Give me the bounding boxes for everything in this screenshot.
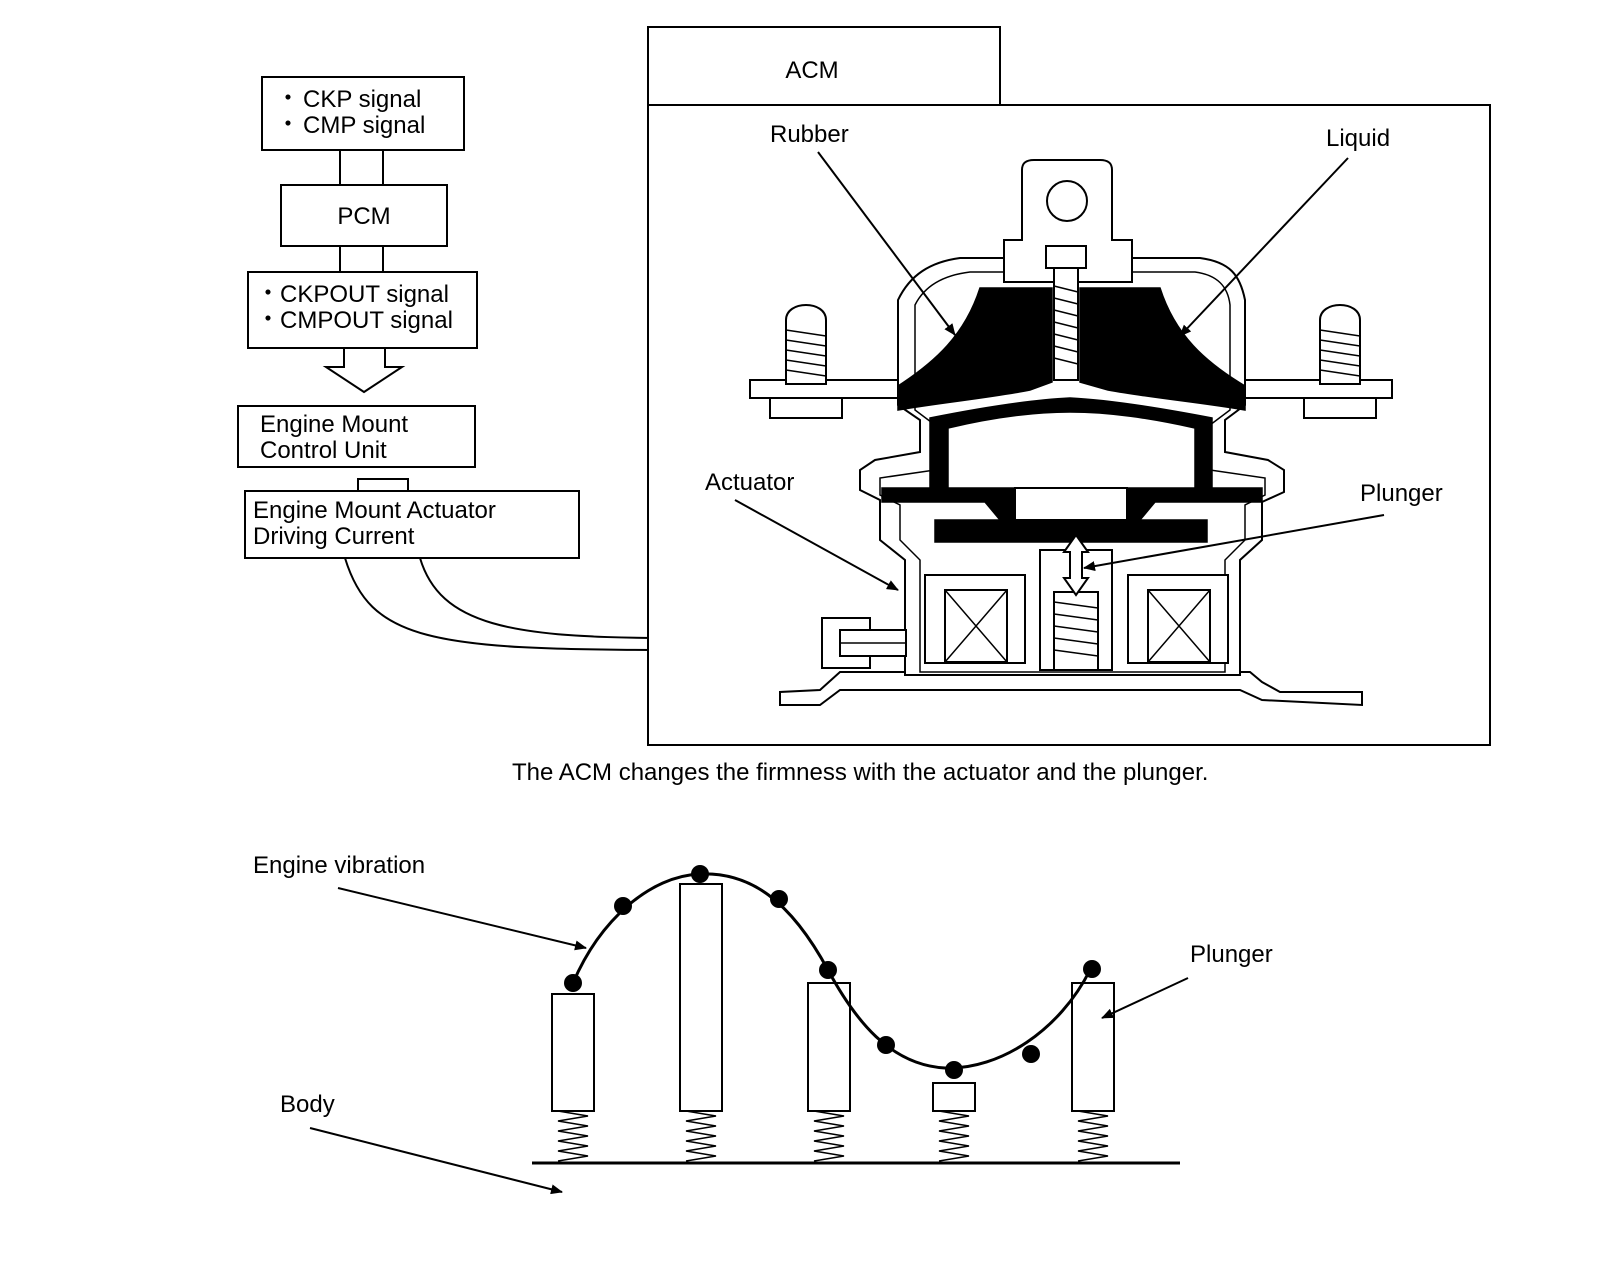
plunger-1 xyxy=(551,993,595,1112)
acm-tab xyxy=(647,26,1001,106)
acm-panel: ACM xyxy=(647,26,1491,746)
vibration-point xyxy=(614,897,632,915)
actuator-leader xyxy=(734,499,899,591)
vibration-point xyxy=(691,865,709,883)
connector-3 xyxy=(357,478,409,492)
control-unit-box xyxy=(237,405,476,468)
vibration-diagram: Engine vibration Plunger Body xyxy=(253,852,1273,1195)
engine-vibration-leader xyxy=(337,887,587,951)
vibration-point xyxy=(819,961,837,979)
down-arrow-icon xyxy=(322,347,406,394)
connector-2 xyxy=(339,245,384,273)
bullet-3: ・ xyxy=(256,280,280,307)
bullet-2: ・ xyxy=(276,111,300,138)
rubber-label: Rubber xyxy=(770,121,849,148)
driving-current-label-line1: Engine Mount Actuator xyxy=(253,497,496,524)
spring-2 xyxy=(685,1110,717,1162)
plunger-4 xyxy=(932,1082,976,1112)
control-unit-label-line2: Control Unit xyxy=(260,437,387,464)
engine-mount-cross-section xyxy=(749,159,1393,707)
vibration-point xyxy=(770,890,788,908)
input-signals-box xyxy=(261,76,465,151)
cmp-signal-label: CMP signal xyxy=(303,112,425,139)
cmpout-signal-label: CMPOUT signal xyxy=(280,307,453,334)
pcm-label: PCM xyxy=(337,203,390,230)
body-label: Body xyxy=(280,1091,335,1118)
spring-3 xyxy=(813,1110,845,1162)
liquid-label: Liquid xyxy=(1326,125,1390,152)
plunger-3 xyxy=(807,982,851,1112)
plunger-label-vibration: Plunger xyxy=(1190,941,1273,968)
acm-title: ACM xyxy=(785,57,838,84)
body-leader xyxy=(309,1127,563,1195)
plunger-2 xyxy=(679,883,723,1112)
vibration-point xyxy=(564,974,582,992)
ckp-signal-label: CKP signal xyxy=(303,86,421,113)
rubber-leader xyxy=(817,151,956,336)
bullet-4: ・ xyxy=(256,306,280,333)
plunger-leader-acm xyxy=(1083,514,1385,572)
driving-current-label-line2: Driving Current xyxy=(253,523,415,550)
liquid-leader xyxy=(1179,157,1349,337)
bullet-1: ・ xyxy=(276,85,300,112)
plunger-label-acm: Plunger xyxy=(1360,480,1443,507)
control-unit-label-line1: Engine Mount xyxy=(260,411,408,438)
vibration-point xyxy=(1083,960,1101,978)
connector-1 xyxy=(339,149,384,186)
vibration-point xyxy=(1022,1045,1040,1063)
plunger-leader-vibration xyxy=(1101,977,1189,1019)
ckpout-signal-label: CKPOUT signal xyxy=(280,281,449,308)
engine-vibration-label: Engine vibration xyxy=(253,852,425,879)
actuator-label: Actuator xyxy=(705,469,794,496)
spring-1 xyxy=(557,1110,589,1162)
plunger-5 xyxy=(1071,982,1115,1112)
vibration-point xyxy=(877,1036,895,1054)
spring-4 xyxy=(938,1110,970,1162)
vibration-point xyxy=(945,1061,963,1079)
acm-caption: The ACM changes the firmness with the ac… xyxy=(512,759,1208,786)
spring-5 xyxy=(1077,1110,1109,1162)
